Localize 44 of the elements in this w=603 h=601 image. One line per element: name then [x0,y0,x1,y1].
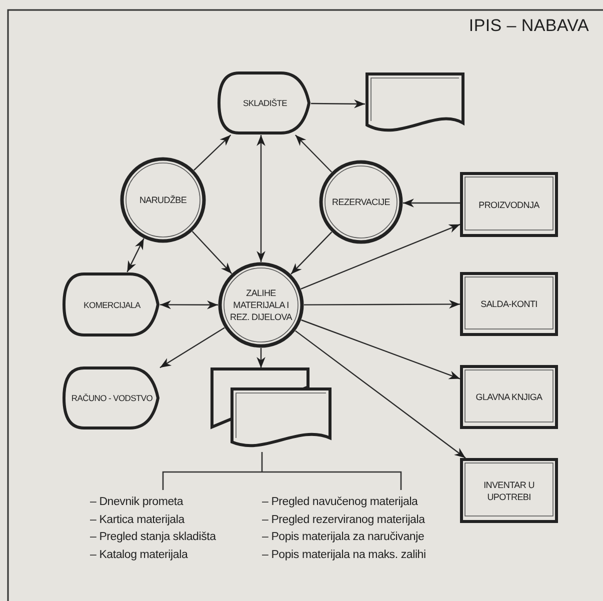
list-item: – Katalog materijala [90,548,188,560]
list-item: – Dnevnik prometa [90,496,184,508]
node-label: SKLADIŠTE [242,97,288,109]
arrow [311,100,365,108]
list-item: – Pregled stanja skladišta [90,531,216,543]
arrow [301,319,460,380]
arrow [256,348,266,368]
output-box [460,172,558,237]
output-box [460,458,558,523]
output-box [460,272,558,336]
node-label: REZERVACIJE [331,196,391,208]
arrow [256,135,266,262]
display-shape [62,272,160,337]
process-circle [218,262,304,348]
node-label: INVENTAR U UPOTREBI [482,478,536,502]
list-item: – Popis materijala na maks. zalihi [262,548,426,560]
list-item: – Kartica materijala [90,514,184,526]
process-circle [319,160,403,244]
arrow [160,327,225,368]
diagram-title: IPIS – NABAVA [468,16,589,36]
arrow [126,238,144,272]
node-label: KOMERCIJALA [82,298,142,310]
output-box [460,365,558,429]
list-item: – Popis materijala za naručivanje [262,531,424,543]
node-label: SALDA-KONTI [480,298,538,310]
node-label: NARUDŽBE [138,194,188,206]
list-item: – Pregled rezerviranog materijala [262,514,425,526]
arrow [192,231,232,274]
arrow [160,300,218,310]
arrow [194,134,232,171]
arrow [290,232,332,275]
arrow [304,300,460,309]
display-shape [62,366,160,430]
process-circle [120,157,206,243]
node-label: PROIZVODNJA [478,198,540,210]
node-label: RAČUNO - VODSTVO [70,392,154,404]
arrow [295,330,466,458]
node-label: GLAVNA KNJIGA [474,391,544,403]
arrow [300,224,460,290]
node-label: ZALIHE MATERIJALA I REZ. DIJELOVA [229,287,294,323]
arrow [403,198,460,208]
display-shape [217,71,311,135]
arrow [294,134,332,172]
list-item: – Pregled navučenog materijala [262,496,418,508]
